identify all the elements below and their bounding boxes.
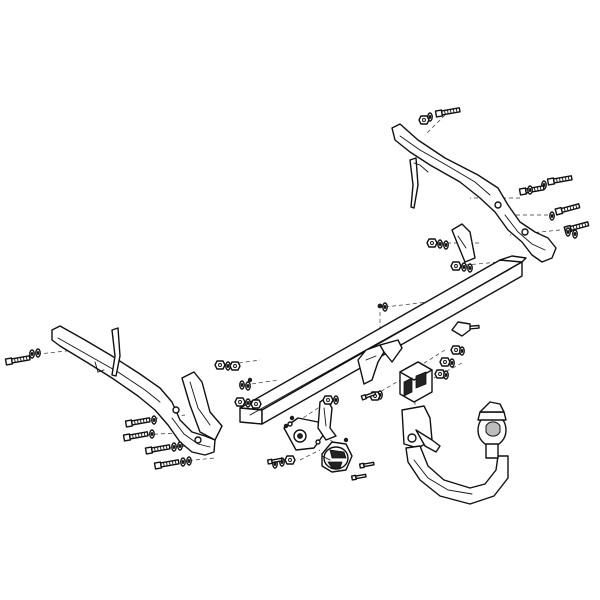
- towball-socket-block: [399, 361, 433, 403]
- bracket-bolts-small: [266, 321, 480, 481]
- right-side-bracket: [391, 123, 557, 263]
- detachable-tow-neck: [401, 401, 509, 505]
- crossbar: [181, 223, 527, 441]
- left-side-bracket: [51, 325, 216, 456]
- nut-washer-sets: [214, 238, 473, 469]
- electrical-socket: [321, 441, 353, 473]
- electrical-socket-plate: [283, 397, 337, 451]
